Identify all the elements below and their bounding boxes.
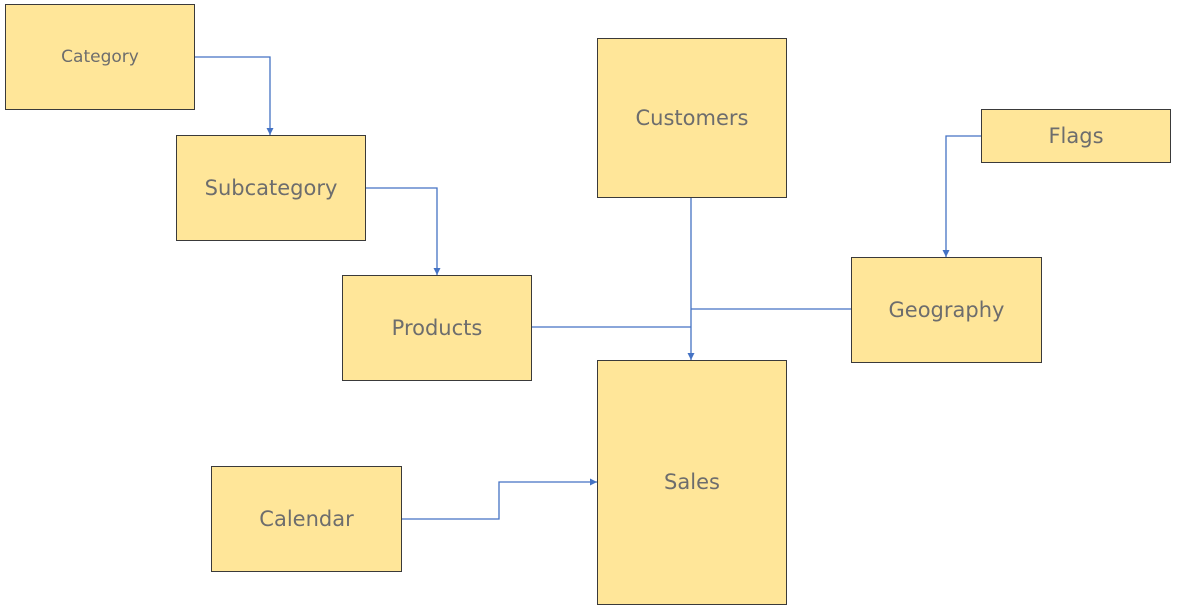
node-label: Category bbox=[61, 46, 139, 67]
connector-category-subcategory bbox=[195, 56, 274, 135]
node-label: Products bbox=[391, 315, 483, 340]
table-node-sales[interactable]: Sales bbox=[597, 360, 787, 605]
connector-calendar-sales bbox=[402, 478, 597, 520]
table-node-flags[interactable]: Flags bbox=[981, 109, 1171, 163]
table-node-geography[interactable]: Geography bbox=[851, 257, 1042, 363]
connector-flags-geography bbox=[942, 135, 981, 257]
table-node-subcategory[interactable]: Subcategory bbox=[176, 135, 366, 241]
table-node-customers[interactable]: Customers bbox=[597, 38, 787, 198]
node-label: Calendar bbox=[259, 506, 354, 531]
table-node-calendar[interactable]: Calendar bbox=[211, 466, 402, 572]
table-node-category[interactable]: Category bbox=[5, 4, 195, 110]
node-label: Geography bbox=[888, 297, 1005, 322]
node-label: Flags bbox=[1048, 123, 1104, 148]
node-label: Sales bbox=[664, 470, 720, 494]
node-label: Customers bbox=[635, 105, 749, 130]
node-label: Subcategory bbox=[204, 175, 338, 200]
table-node-products[interactable]: Products bbox=[342, 275, 532, 381]
connector-subcategory-products bbox=[366, 187, 441, 275]
